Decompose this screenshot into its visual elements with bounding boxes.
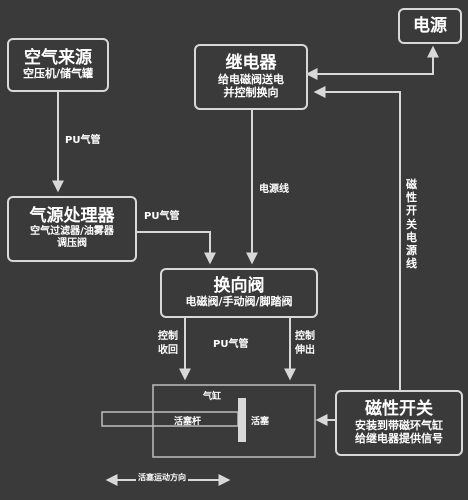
air-treatment-box: 气源处理器 空气过滤器/油雾器 调压阀 [7, 196, 137, 262]
cylinder-label: 气缸 [203, 392, 222, 402]
air-source-box: 空气来源 空压机/储气罐 [7, 38, 109, 92]
air-source-title: 空气来源 [24, 47, 92, 68]
control-retract-line-2: 收回 [158, 344, 178, 356]
piston-rod-label: 活塞杆 [174, 417, 202, 427]
power-title: 电源 [413, 15, 447, 36]
air-treatment-subtitle-2: 调压阀 [57, 238, 87, 250]
piston [238, 398, 246, 442]
control-extend-line-1: 控制 [295, 331, 315, 342]
control-retract-line-1: 控制 [158, 331, 178, 342]
air-treatment-subtitle-1: 空气过滤器/油雾器 [30, 225, 114, 237]
relay-box: 继电器 给电磁阀送电 并控制换向 [194, 44, 308, 110]
arrow-treatment-to-valve [136, 231, 216, 265]
control-retract-label: 控制 收回 [158, 330, 178, 357]
air-source-subtitle: 空压机/储气罐 [22, 67, 94, 81]
piston-rod [101, 411, 239, 427]
relay-subtitle-1: 给电磁阀送电 [218, 72, 284, 86]
magnetic-switch-subtitle-2: 给继电器提供信号 [355, 432, 443, 446]
arrow-switch-to-relay [313, 86, 401, 390]
pu-pipe-label-1: PU气管 [65, 135, 101, 146]
relay-subtitle-2: 并控制换向 [223, 86, 279, 100]
control-extend-label: 控制 伸出 [295, 330, 315, 357]
pu-pipe-label-3: PU气管 [213, 339, 249, 350]
piston-label: 活塞 [251, 417, 270, 427]
power-box: 电源 [398, 8, 462, 44]
magnetic-switch-title: 磁性开关 [365, 398, 433, 419]
cylinder-body [152, 384, 316, 458]
power-line-label: 电源线 [259, 184, 289, 195]
magnetic-switch-box: 磁性开关 安装到带磁环气缸 给继电器提供信号 [335, 390, 463, 456]
pu-pipe-label-2: PU气管 [144, 211, 180, 222]
switch-power-line-label: 磁性开关电源线 [406, 178, 417, 271]
motion-direction-label: 活塞运动方向 [136, 472, 188, 483]
arrow-power-to-relay [305, 45, 439, 80]
directional-valve-box: 换向阀 电磁阀/手动阀/脚踏阀 [160, 268, 318, 318]
air-treatment-title: 气源处理器 [29, 206, 115, 227]
valve-title: 换向阀 [213, 275, 265, 296]
control-extend-line-2: 伸出 [295, 344, 315, 356]
relay-title: 继电器 [225, 52, 277, 73]
magnetic-switch-subtitle-1: 安装到带磁环气缸 [355, 418, 443, 432]
valve-subtitle: 电磁阀/手动阀/脚踏阀 [185, 295, 293, 309]
